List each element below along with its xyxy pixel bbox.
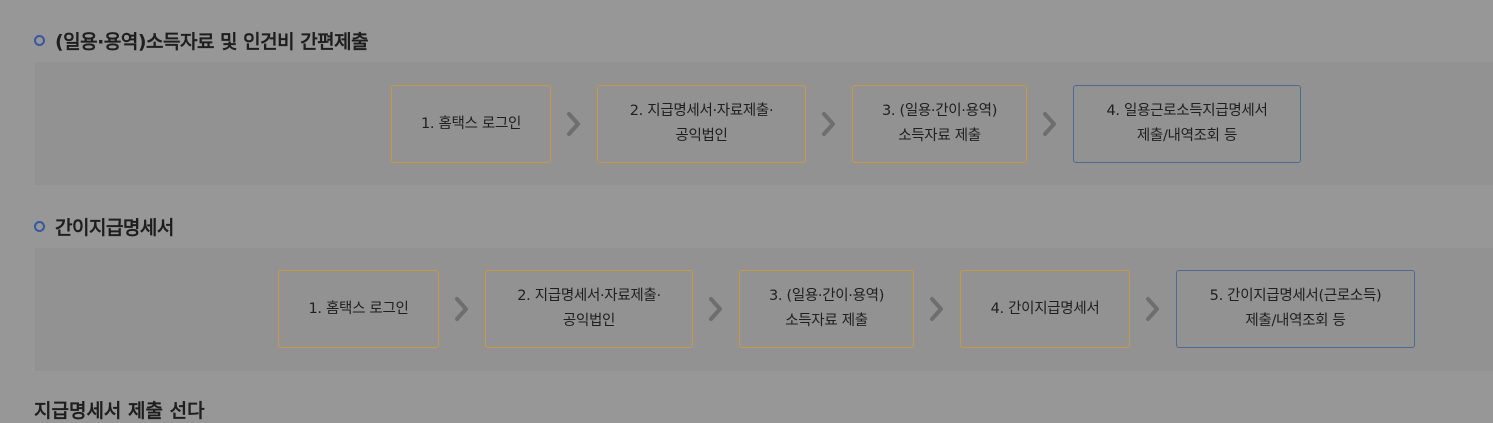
step-hometax-login[interactable]: 1. 홈택스 로그인 — [391, 85, 551, 163]
step-payment-statement-menu[interactable]: 2. 지급명세서·자료제출· 공익법인 — [597, 85, 806, 163]
section-title-next: 지급명세서 제출 선다 — [34, 400, 205, 422]
section-title-text: 간이지급명세서 — [55, 217, 174, 239]
step-income-data-submit[interactable]: 3. (일용·간이·용역) 소득자료 제출 — [852, 85, 1027, 163]
chevron-right-icon — [1130, 270, 1176, 348]
section-title-text: (일용·용역)소득자료 및 인건비 간편제출 — [55, 31, 369, 53]
chevron-right-icon — [551, 85, 597, 163]
section-title-simple-submit: (일용·용역)소득자료 및 인건비 간편제출 — [34, 27, 369, 54]
step-daily-income-statement[interactable]: 4. 일용근로소득지급명세서 제출/내역조회 등 — [1073, 85, 1301, 163]
chevron-right-icon — [806, 85, 852, 163]
chevron-right-icon — [439, 270, 485, 348]
flow-panel-simplified-statement: 1. 홈택스 로그인 2. 지급명세서·자료제출· 공익법인 3. (일용·간이… — [35, 248, 1493, 371]
section-title-simplified-statement: 간이지급명세서 — [34, 213, 174, 240]
step-payment-statement-menu[interactable]: 2. 지급명세서·자료제출· 공익법인 — [485, 270, 693, 348]
flow-steps: 1. 홈택스 로그인 2. 지급명세서·자료제출· 공익법인 3. (일용·간이… — [391, 85, 1301, 163]
step-simplified-statement[interactable]: 4. 간이지급명세서 — [960, 270, 1130, 348]
circle-bullet-icon — [34, 35, 45, 46]
chevron-right-icon — [1027, 85, 1073, 163]
circle-bullet-icon — [34, 221, 45, 232]
step-income-data-submit[interactable]: 3. (일용·간이·용역) 소득자료 제출 — [739, 270, 914, 348]
chevron-right-icon — [914, 270, 960, 348]
chevron-right-icon — [693, 270, 739, 348]
flow-steps: 1. 홈택스 로그인 2. 지급명세서·자료제출· 공익법인 3. (일용·간이… — [278, 270, 1415, 348]
step-hometax-login[interactable]: 1. 홈택스 로그인 — [278, 270, 439, 348]
flow-panel-simple-submit: 1. 홈택스 로그인 2. 지급명세서·자료제출· 공익법인 3. (일용·간이… — [35, 62, 1493, 185]
step-simplified-statement-earned-income[interactable]: 5. 간이지급명세서(근로소득) 제출/내역조회 등 — [1176, 270, 1415, 348]
